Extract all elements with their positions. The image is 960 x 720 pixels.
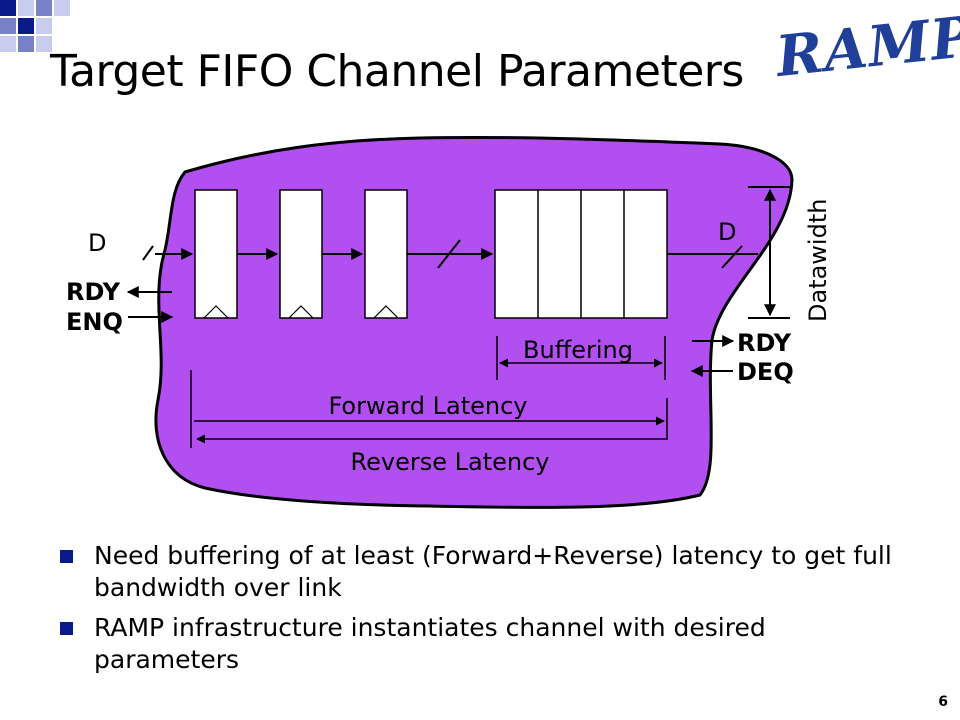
output-deq-label: DEQ (737, 358, 794, 386)
register-2 (279, 189, 323, 319)
bullet-square-icon (60, 550, 73, 563)
register-3 (364, 189, 408, 319)
bullet-square-icon (60, 622, 73, 635)
bullet-list: Need buffering of at least (Forward+Reve… (58, 540, 918, 684)
output-data-label: D (718, 218, 736, 246)
slide-title: Target FIFO Channel Parameters (50, 46, 744, 97)
register-1 (194, 189, 238, 319)
fifo-channel-diagram: D RDY ENQ D RDY DEQ Datawidth Buffering … (66, 135, 832, 509)
input-enq-label: ENQ (66, 308, 123, 336)
input-data-label: D (88, 229, 106, 257)
control-arrows (126, 286, 735, 377)
bullet-item: Need buffering of at least (Forward+Reve… (58, 540, 918, 604)
reverse-latency-label: Reverse Latency (351, 448, 550, 476)
data-path (142, 239, 758, 269)
bullet-text: RAMP infrastructure instantiates channel… (94, 613, 766, 674)
forward-latency-label: Forward Latency (328, 392, 527, 420)
bullet-item: RAMP infrastructure instantiates channel… (58, 612, 918, 676)
latency-dimensions (190, 370, 668, 448)
page-number: 6 (938, 694, 948, 710)
datawidth-dimension (748, 186, 790, 319)
corner-decoration (0, 0, 70, 60)
bullet-text: Need buffering of at least (Forward+Reve… (94, 541, 892, 602)
buffering-label: Buffering (523, 336, 633, 364)
output-rdy-label: RDY (737, 329, 792, 357)
buffering-dimension (496, 336, 666, 380)
input-rdy-label: RDY (66, 278, 121, 306)
datawidth-label: Datawidth (804, 199, 832, 322)
buffer-block (494, 189, 668, 319)
